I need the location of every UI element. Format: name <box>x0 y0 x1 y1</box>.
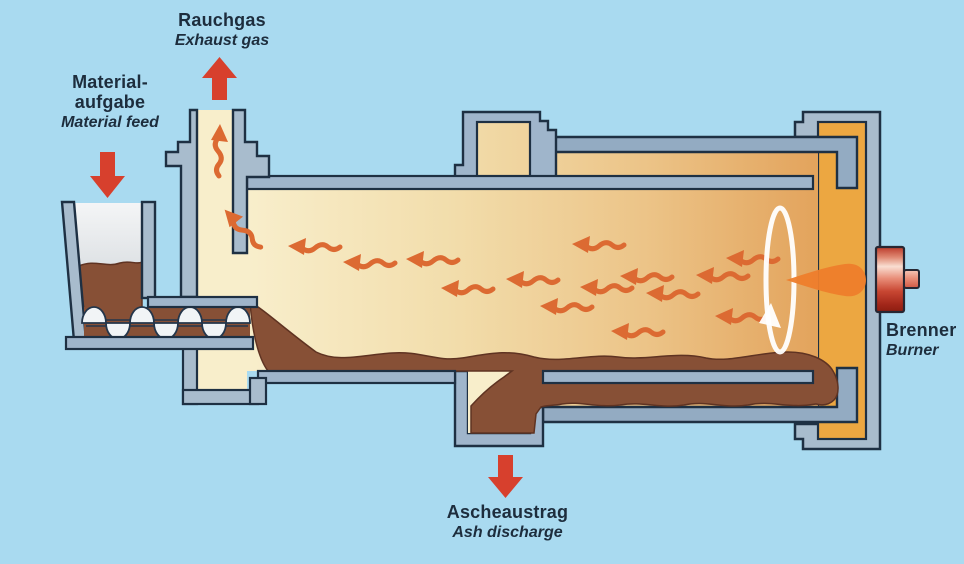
label-material-feed: Material- aufgabe Material feed <box>25 72 195 132</box>
drum-top-wall <box>245 174 815 191</box>
exhaust-arrow-icon <box>202 57 237 100</box>
label-ash-discharge-en: Ash discharge <box>452 524 563 542</box>
burner-nozzle <box>903 269 920 289</box>
flame-icon <box>786 263 866 297</box>
label-material-feed-de2: aufgabe <box>74 92 146 113</box>
ash-arrow-icon <box>488 455 523 498</box>
label-exhaust-gas-en: Exhaust gas <box>174 32 270 50</box>
label-burner: Brenner Burner <box>886 320 964 360</box>
label-material-feed-en: Material feed <box>61 114 159 132</box>
burner-icon <box>874 245 920 314</box>
feed-arrow-icon <box>90 152 125 198</box>
drum-bottom-wall-right <box>541 369 815 385</box>
label-exhaust-gas: Rauchgas Exhaust gas <box>132 10 312 50</box>
label-material-feed-de1: Material- <box>72 72 148 92</box>
drum-bottom-wall-left <box>256 369 457 385</box>
label-burner-de: Brenner <box>886 320 957 340</box>
trough-bottom-rail <box>64 335 255 351</box>
screw-conveyor <box>64 295 259 351</box>
material-flow <box>249 300 839 434</box>
label-ash-discharge-de: Ascheaustrag <box>446 502 569 522</box>
rotary-drum <box>245 174 815 385</box>
label-exhaust-gas-de: Rauchgas <box>178 10 266 30</box>
trough-top-rail <box>146 295 259 309</box>
hopper-right-wall <box>140 200 157 300</box>
label-ash-discharge: Ascheaustrag Ash discharge <box>415 502 600 542</box>
junction-collar <box>453 110 558 179</box>
label-burner-en: Burner <box>886 342 939 360</box>
